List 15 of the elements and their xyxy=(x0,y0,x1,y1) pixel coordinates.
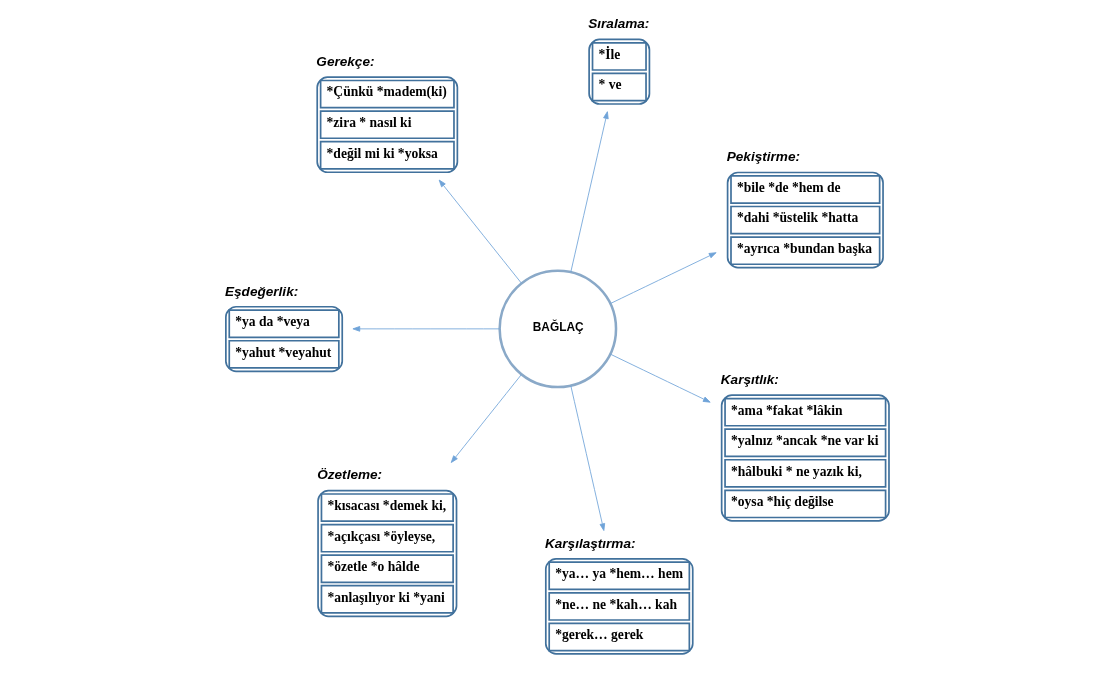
node-label: Eşdeğerlik: xyxy=(224,283,298,299)
arrow xyxy=(609,252,716,304)
node-label: Pekiştirme: xyxy=(726,149,800,165)
node-label: Özetleme: xyxy=(316,467,382,483)
node-label: Karşıtlık: xyxy=(720,371,779,387)
node-label: Sıralama: xyxy=(587,16,649,32)
arrow xyxy=(352,326,500,332)
node-circle: BAĞLAÇ xyxy=(497,269,617,389)
arrow xyxy=(569,385,605,531)
arrow xyxy=(450,374,522,463)
arrow xyxy=(609,353,711,403)
node-label: Karşılaştırma: xyxy=(544,535,636,551)
arrow xyxy=(569,111,609,273)
node-label: Gerekçe: xyxy=(315,53,374,69)
arrow xyxy=(438,179,522,284)
